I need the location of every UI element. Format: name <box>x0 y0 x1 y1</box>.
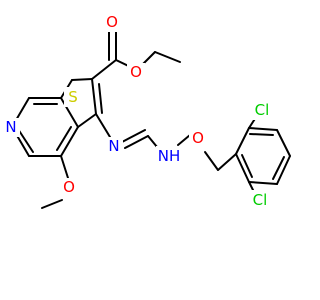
atom-label-o-methoxy: O <box>63 178 75 196</box>
atom-label-n-imine: N <box>108 137 119 155</box>
bond <box>276 155 291 185</box>
atom-label-o-ester: O <box>130 63 142 81</box>
atom-label-n-ring: N <box>5 118 16 136</box>
bond <box>248 127 278 131</box>
bond <box>241 154 253 178</box>
bond <box>124 135 149 149</box>
bond <box>17 128 34 153</box>
bond <box>235 127 250 155</box>
bond <box>204 151 219 171</box>
bond <box>98 83 103 114</box>
bond <box>276 129 291 157</box>
atom-label-cl-bottom: Cl <box>253 191 268 209</box>
atom-label-s: S <box>68 88 78 106</box>
molecule-structure: N S O O N NH O O Cl Cl <box>2 13 291 210</box>
bond <box>60 155 69 179</box>
bond <box>41 199 63 209</box>
bond <box>56 126 72 151</box>
bond <box>249 133 274 136</box>
bond <box>95 113 111 138</box>
bond <box>77 113 97 128</box>
bond <box>121 129 146 143</box>
bond <box>91 78 97 115</box>
bond <box>177 134 191 146</box>
bond <box>272 156 285 180</box>
bond <box>248 181 278 185</box>
bond <box>217 153 237 171</box>
bond <box>60 97 79 128</box>
bond <box>71 78 93 81</box>
atom-labels: N S O O N NH O O Cl Cl <box>2 13 274 210</box>
bond <box>235 153 250 183</box>
atom-label-o-carbonyl: O <box>106 13 118 31</box>
bond <box>91 59 117 80</box>
bond <box>154 51 181 63</box>
atom-label-o-oxime: O <box>192 129 204 147</box>
atom-label-cl-top: Cl <box>255 101 270 119</box>
bonds <box>11 31 291 209</box>
atom-label-nh: NH <box>158 147 181 165</box>
bond <box>60 126 79 157</box>
